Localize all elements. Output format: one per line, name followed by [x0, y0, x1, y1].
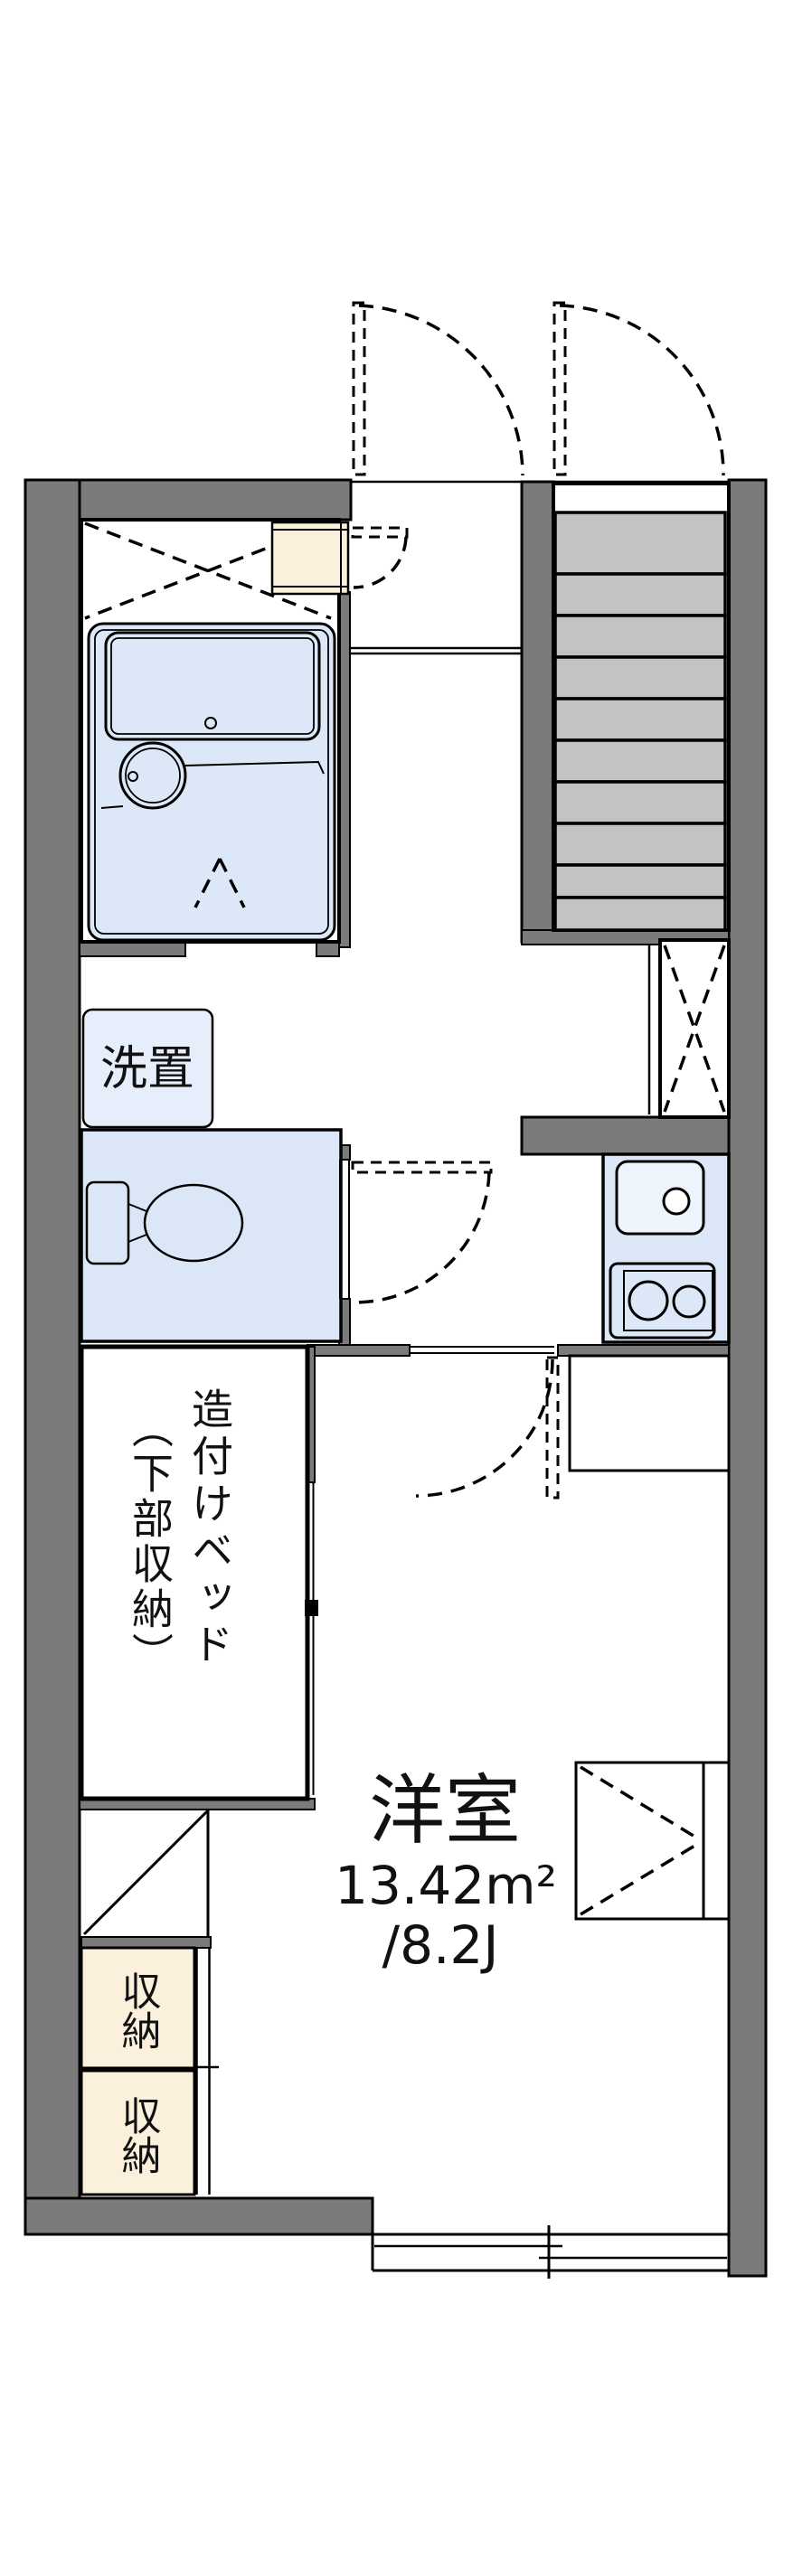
stair-tread: [553, 822, 727, 867]
bath-folding-door-icon: [194, 858, 246, 908]
nook-bottom-wall: [80, 1936, 212, 1949]
bed-area: [79, 1344, 310, 1801]
bed-label-line1: 造付けベッド: [185, 1387, 234, 1669]
walls: [24, 478, 768, 2278]
closet-x-mark: [663, 945, 726, 1113]
laundry-box: [81, 1008, 214, 1129]
storage-upper-label: 収納: [115, 1970, 161, 2050]
washbasin-icon: [118, 741, 187, 810]
entry-door-right: [552, 301, 725, 476]
bathtub-icon: [104, 631, 321, 741]
bed-label-line2: （下部収納）: [126, 1406, 175, 1678]
kitchenette: [601, 1152, 731, 1344]
hall-closet: [647, 938, 731, 1119]
room-name-label: 洋室: [369, 1766, 521, 1855]
room-area-tatami-label: /8.2J: [382, 1914, 499, 1976]
door-leaf-icon: [352, 301, 366, 476]
bath-counter-line: [184, 760, 325, 775]
storage-box-upper: [80, 1946, 196, 2070]
right-wall: [727, 478, 768, 2278]
staircase: [552, 482, 731, 932]
closet-box: [658, 938, 731, 1119]
unit-bath-inner-line: [94, 629, 329, 935]
nook-diagonal-line: [82, 1809, 210, 1936]
burner-icon: [628, 1280, 669, 1321]
bath-counter-line: [100, 805, 124, 809]
stair-tread: [553, 896, 727, 932]
storage-lower-label: 収納: [115, 2095, 161, 2175]
door-swing-arc-icon: [559, 304, 725, 476]
bath-bottom-wall-left: [79, 941, 186, 957]
stair-tread: [553, 863, 727, 899]
entry-step: [351, 646, 522, 655]
unit-bath-module: [87, 622, 336, 942]
stair-left-pillar: [520, 480, 555, 944]
stair-tread: [553, 572, 727, 617]
toilet-tank: [85, 1180, 130, 1265]
counter-box: [568, 1354, 731, 1472]
room-labels: 洋室 13.42m² /8.2J: [335, 1766, 557, 1976]
room-top-wall-right: [557, 1344, 730, 1357]
laundry-space: 洗置: [81, 1008, 214, 1129]
room-area-m2-label: 13.42m²: [335, 1855, 557, 1916]
burner-icon: [672, 1284, 706, 1319]
storage-closets: 収納 収納: [80, 1946, 219, 2196]
stair-tread: [553, 614, 727, 659]
stair-tread: [553, 655, 727, 700]
bathroom-door: [351, 526, 409, 589]
sliding-window-icon: [371, 2198, 729, 2279]
bed-rail-post: [305, 1600, 318, 1616]
stair-tread: [553, 697, 727, 742]
door-leaf-icon: [351, 1161, 493, 1174]
door-leaf-icon: [552, 301, 567, 476]
entry-door-left: [352, 301, 524, 476]
window-side-box: [574, 1761, 731, 1921]
built-in-bed: 造付けベッド （下部収納）: [79, 1344, 318, 1801]
stove-icon: [609, 1262, 716, 1340]
stair-tread: [553, 780, 727, 825]
closet-x-mark: [663, 945, 726, 1113]
door-swing-arc-icon: [353, 536, 408, 589]
room-top-wall-left: [307, 1344, 411, 1357]
toilet-room: [80, 1128, 493, 1343]
faucet-icon: [662, 1187, 691, 1216]
room-door: [410, 1346, 560, 1500]
bathroom: [80, 518, 409, 944]
closet-bottom-wall: [520, 1115, 731, 1156]
storage-box-lower: [80, 2069, 196, 2196]
laundry-label: 洗置: [100, 1042, 194, 1096]
toilet-door: [351, 1161, 493, 1304]
door-swing-arc-icon: [415, 1359, 554, 1498]
toilet-icon: [85, 1180, 244, 1265]
left-wall: [24, 478, 81, 2236]
cabinet-body: [270, 521, 350, 596]
drain-icon: [204, 717, 217, 729]
door-swing-arc-icon: [358, 304, 524, 476]
kitchen-sink-icon: [615, 1160, 705, 1236]
vanity-cabinet: [270, 521, 350, 596]
bottom-left-wall: [24, 2196, 374, 2236]
stair-landing: [553, 511, 727, 576]
bath-bottom-wall-right: [316, 941, 340, 957]
toilet-bowl: [143, 1183, 244, 1263]
stair-tread: [553, 738, 727, 784]
faucet-icon: [127, 771, 138, 782]
door-swing-arc-icon: [353, 1171, 491, 1304]
door-leaf-icon: [545, 1356, 560, 1500]
door-leaf-icon: [351, 526, 409, 539]
under-bed-nook: [82, 1809, 210, 1937]
unit-bath-x-mark: [84, 522, 332, 620]
